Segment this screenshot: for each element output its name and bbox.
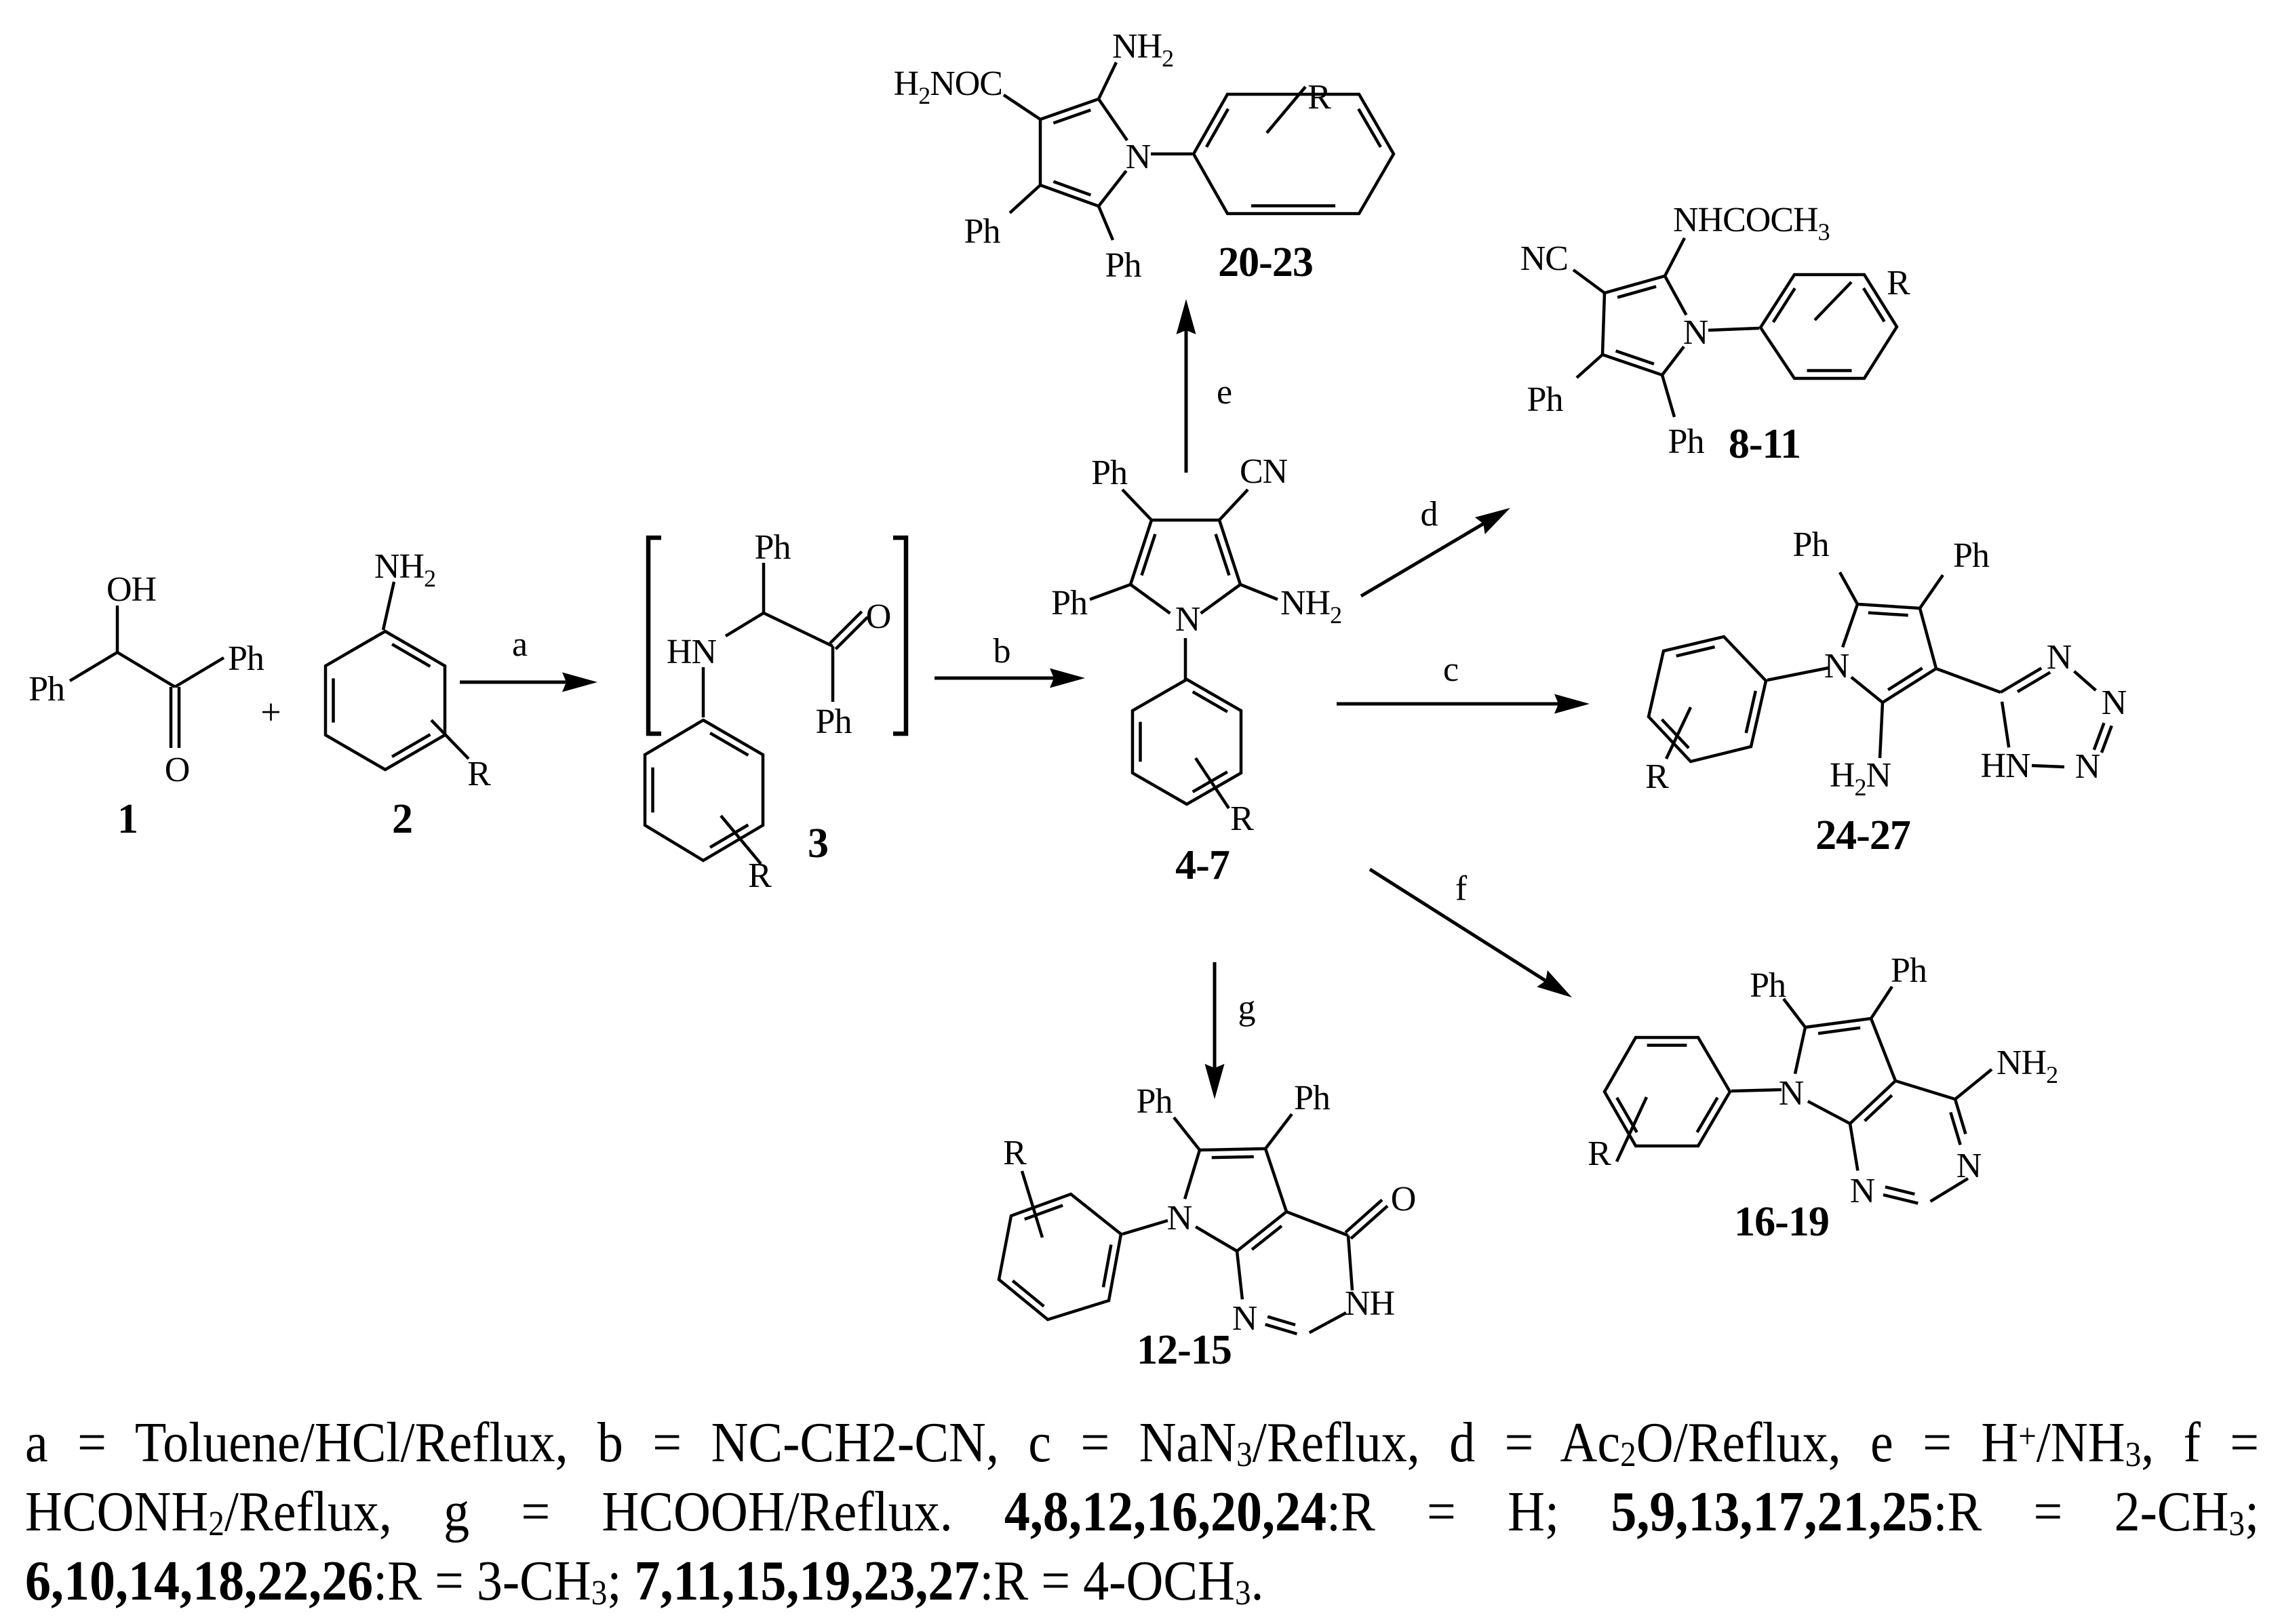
svg-text:NH2: NH2	[1996, 1044, 2058, 1088]
svg-text:Ph: Ph	[1105, 246, 1142, 285]
svg-text:N: N	[2102, 684, 2127, 722]
svg-text:R: R	[1003, 1134, 1027, 1172]
svg-text:CN: CN	[1240, 452, 1288, 491]
svg-text:16-19: 16-19	[1734, 1199, 1829, 1245]
svg-text:c: c	[1443, 650, 1458, 689]
svg-text:N: N	[2075, 747, 2100, 786]
svg-text:N: N	[1779, 1074, 1804, 1113]
svg-text:HN: HN	[1980, 747, 2030, 785]
svg-text:Ph: Ph	[1891, 951, 1927, 990]
svg-text:Ph: Ph	[964, 212, 1001, 251]
svg-text:R: R	[1307, 78, 1331, 117]
svg-text:H2NOC: H2NOC	[894, 64, 1002, 109]
svg-text:4-7: 4-7	[1175, 842, 1229, 888]
svg-text:Ph: Ph	[1051, 584, 1088, 622]
svg-text:f: f	[1455, 869, 1468, 908]
svg-text:O: O	[1391, 1180, 1416, 1219]
svg-text:a: a	[512, 625, 528, 664]
svg-text:20-23: 20-23	[1218, 239, 1313, 285]
svg-text:d: d	[1421, 495, 1438, 534]
svg-text:NH: NH	[1345, 1284, 1395, 1323]
svg-text:3: 3	[808, 820, 828, 867]
svg-text:N: N	[1167, 1199, 1192, 1237]
svg-text:R: R	[1588, 1134, 1611, 1173]
svg-text:Ph: Ph	[1294, 1079, 1331, 1117]
svg-text:Ph: Ph	[755, 528, 791, 567]
svg-text:R: R	[1230, 799, 1254, 838]
svg-text:Ph: Ph	[816, 702, 852, 741]
svg-text:8-11: 8-11	[1729, 421, 1801, 467]
svg-text:NHCOCH3: NHCOCH3	[1673, 201, 1830, 245]
svg-text:Ph: Ph	[1668, 422, 1705, 461]
svg-text:NH2: NH2	[374, 547, 435, 592]
svg-text:Ph: Ph	[1750, 966, 1786, 1005]
svg-text:b: b	[994, 632, 1010, 671]
svg-text:Ph: Ph	[1137, 1082, 1173, 1121]
svg-text:N: N	[1824, 647, 1849, 686]
svg-text:N: N	[1956, 1147, 1982, 1185]
svg-text:Ph: Ph	[228, 639, 264, 678]
svg-text:NC: NC	[1520, 239, 1568, 278]
svg-text:O: O	[165, 751, 190, 789]
svg-text:g: g	[1238, 989, 1256, 1027]
svg-text:HN: HN	[667, 633, 717, 671]
svg-text:N: N	[1232, 1299, 1257, 1338]
svg-text:24-27: 24-27	[1815, 812, 1910, 858]
svg-text:Ph: Ph	[1953, 536, 1990, 575]
svg-text:2: 2	[392, 796, 412, 842]
svg-text:R: R	[1645, 757, 1669, 796]
svg-text:N: N	[1175, 600, 1200, 639]
svg-text:Ph: Ph	[28, 670, 65, 709]
svg-text:O: O	[866, 597, 891, 636]
svg-text:e: e	[1217, 373, 1232, 412]
svg-text:N: N	[1850, 1172, 1875, 1210]
svg-text:R: R	[467, 755, 491, 793]
svg-text:+: +	[260, 692, 280, 732]
svg-text:Ph: Ph	[1793, 526, 1830, 564]
svg-text:N: N	[1683, 313, 1708, 352]
svg-text:H2N: H2N	[1830, 756, 1891, 801]
svg-text:1: 1	[117, 796, 138, 842]
svg-text:Ph: Ph	[1091, 454, 1128, 492]
svg-text:Ph: Ph	[1527, 380, 1564, 419]
svg-text:OH: OH	[106, 570, 157, 609]
svg-text:NH2: NH2	[1280, 584, 1341, 629]
svg-text:N: N	[1126, 138, 1151, 176]
svg-text:N: N	[2047, 638, 2072, 677]
svg-text:R: R	[1887, 264, 1910, 302]
svg-text:R: R	[748, 856, 772, 895]
svg-text:12-15: 12-15	[1137, 1327, 1232, 1373]
svg-text:NH2: NH2	[1112, 27, 1173, 72]
